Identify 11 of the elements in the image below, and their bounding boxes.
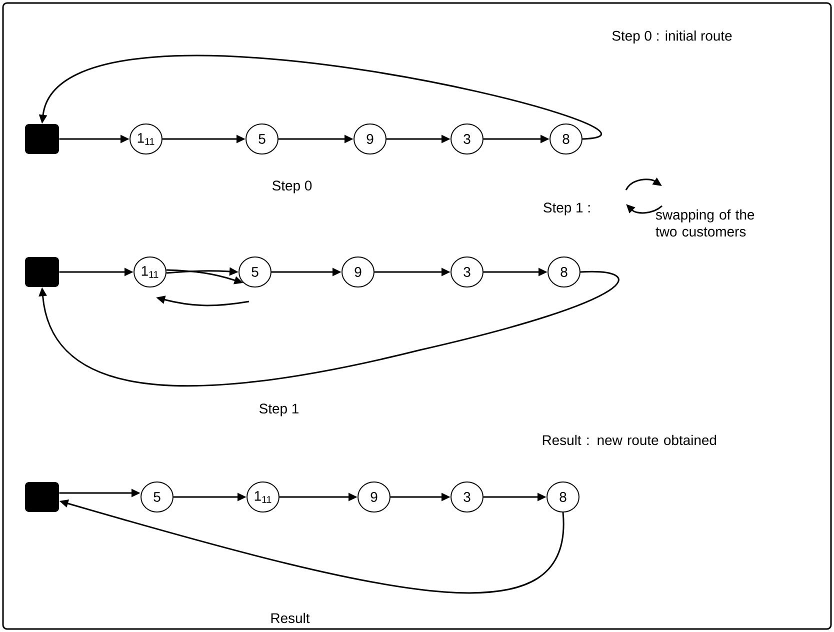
caption-text: Step 1 : [544, 202, 590, 216]
caption-text: Step 1 [259, 404, 298, 416]
depot-square [25, 482, 59, 512]
caption-text: Result [271, 612, 310, 624]
caption-text: Step 0 [272, 180, 312, 194]
depot-square [25, 257, 59, 287]
caption-text: Result : new route obtained [542, 434, 716, 446]
arrow [38, 271, 618, 386]
depot-square [25, 124, 59, 154]
caption-text: Step 0 : initial route [612, 30, 732, 44]
caption-text: swapping of the two customers [656, 209, 754, 237]
